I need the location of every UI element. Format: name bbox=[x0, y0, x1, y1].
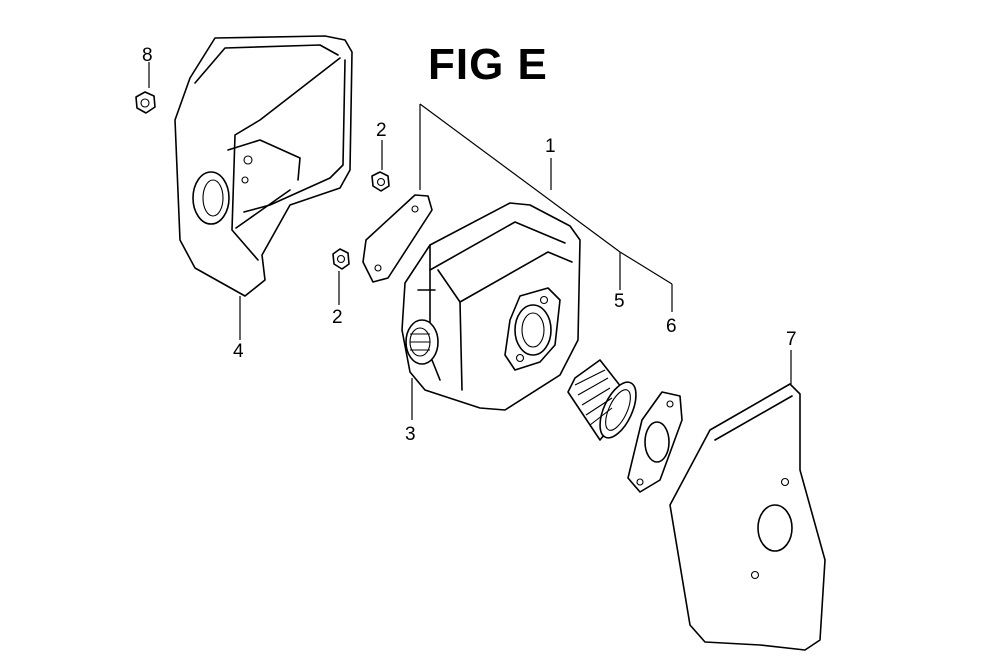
callout-2-upper: 2 bbox=[376, 120, 387, 141]
nut-upper-part bbox=[371, 140, 390, 192]
heat-shield-part bbox=[669, 350, 826, 651]
callout-6: 6 bbox=[666, 316, 677, 337]
arrester-screen-part bbox=[567, 359, 637, 441]
figure-title: FIG E bbox=[428, 40, 548, 89]
muffler-body-part bbox=[401, 202, 581, 420]
callout-1: 1 bbox=[545, 136, 556, 157]
assy-bracket-lines bbox=[419, 103, 673, 312]
callout-2-lower: 2 bbox=[332, 307, 343, 328]
gasket-plate-part bbox=[362, 194, 433, 283]
callout-8: 8 bbox=[142, 45, 153, 66]
callout-5: 5 bbox=[614, 291, 625, 312]
callout-4: 4 bbox=[233, 341, 244, 362]
muffler-protector-part bbox=[174, 35, 353, 340]
callout-7: 7 bbox=[786, 329, 797, 350]
callout-3: 3 bbox=[405, 424, 416, 445]
flange-nut-part bbox=[135, 62, 156, 114]
gasket-part bbox=[627, 391, 683, 493]
nut-lower-part bbox=[332, 248, 350, 305]
